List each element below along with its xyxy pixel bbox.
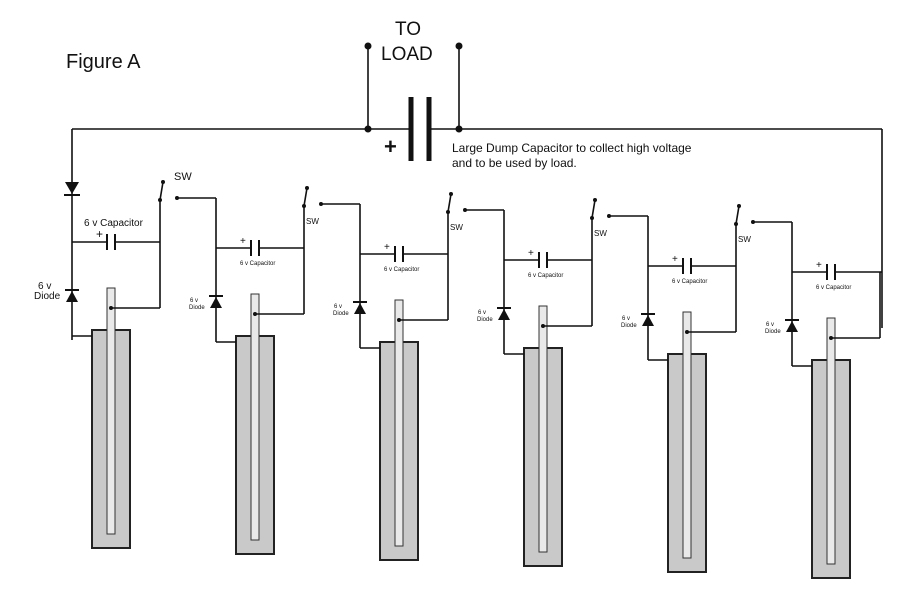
switch-label: SW xyxy=(594,229,607,238)
switch-blade xyxy=(735,205,740,225)
cap-label: 6 v Capacitor xyxy=(816,285,851,291)
cell-electrode xyxy=(250,293,260,541)
cap-plus: + xyxy=(672,254,678,265)
switch-blade xyxy=(303,187,308,207)
diode-label-line2: Diode xyxy=(333,311,349,317)
cap-label: 6 v Capacitor xyxy=(528,273,563,279)
switch-contact xyxy=(175,196,179,200)
top-diode xyxy=(64,182,80,196)
cap-label: 6 v Capacitor xyxy=(384,267,419,273)
diode-icon xyxy=(642,315,654,326)
switch-label: SW xyxy=(738,235,751,244)
diode-icon xyxy=(354,303,366,314)
diode-label-line1: 6 v xyxy=(190,298,198,304)
cap-plus: + xyxy=(816,260,822,271)
dump-cap-plus: + xyxy=(384,134,397,159)
cell-electrode xyxy=(106,287,116,535)
load-label-line2: LOAD xyxy=(381,44,433,65)
switch-blade xyxy=(447,193,452,213)
cap-label: 6 v Capacitor xyxy=(240,261,275,267)
cell-electrode xyxy=(538,305,548,553)
electrode-contact xyxy=(397,318,401,322)
figure-title: Figure A xyxy=(66,51,141,73)
diode-label-line1: 6 v xyxy=(334,304,342,310)
cell-electrode xyxy=(394,299,404,547)
diode-icon xyxy=(786,321,798,332)
electrode-contact xyxy=(253,312,257,316)
dump-capacitor xyxy=(408,97,432,161)
diode-label-line1: 6 v xyxy=(478,310,486,316)
switch-contact xyxy=(751,220,755,224)
diode-label-line2: Diode xyxy=(477,317,493,323)
switch-label: SW xyxy=(174,171,192,183)
diode-icon xyxy=(66,291,78,302)
electrode-contact xyxy=(685,330,689,334)
cell-electrode xyxy=(682,311,692,559)
diode-label-line1: 6 v xyxy=(766,322,774,328)
diode-label-line1: 6 v xyxy=(38,281,51,292)
diode-label-line2: Diode xyxy=(34,291,61,302)
cap-plus: + xyxy=(240,236,246,247)
switch-pivot xyxy=(161,180,165,184)
cap-plus: + xyxy=(384,242,390,253)
switch-pivot xyxy=(305,186,309,190)
dump-cap-note-line1: Large Dump Capacitor to collect high vol… xyxy=(452,141,692,155)
switch-blade xyxy=(159,181,164,201)
cell-electrode xyxy=(826,317,836,565)
switch-pivot xyxy=(593,198,597,202)
cap-plus: + xyxy=(528,248,534,259)
switch-blade xyxy=(591,199,596,219)
diode-icon xyxy=(210,297,222,308)
electrode-contact xyxy=(829,336,833,340)
switch-pivot xyxy=(449,192,453,196)
cap-label: 6 v Capacitor xyxy=(672,279,707,285)
cap-plus: + xyxy=(96,227,103,241)
diode-label-line2: Diode xyxy=(621,323,637,329)
switch-contact xyxy=(463,208,467,212)
load-label-line1: TO xyxy=(395,19,421,40)
diode-label-line2: Diode xyxy=(765,329,781,335)
load-terminal-left xyxy=(364,42,372,50)
cap-label: 6 v Capacitor xyxy=(84,218,144,229)
electrode-contact xyxy=(109,306,113,310)
electrode-contact xyxy=(541,324,545,328)
switch-label: SW xyxy=(306,217,319,226)
diode-label-line1: 6 v xyxy=(622,316,630,322)
diode-icon xyxy=(498,309,510,320)
switch-contact xyxy=(319,202,323,206)
switch-pivot xyxy=(737,204,741,208)
load-terminal-right xyxy=(455,42,463,50)
switch-label: SW xyxy=(450,223,463,232)
diode-label-line2: Diode xyxy=(189,305,205,311)
dump-cap-note-line2: and to be used by load. xyxy=(452,156,577,170)
switch-contact xyxy=(607,214,611,218)
